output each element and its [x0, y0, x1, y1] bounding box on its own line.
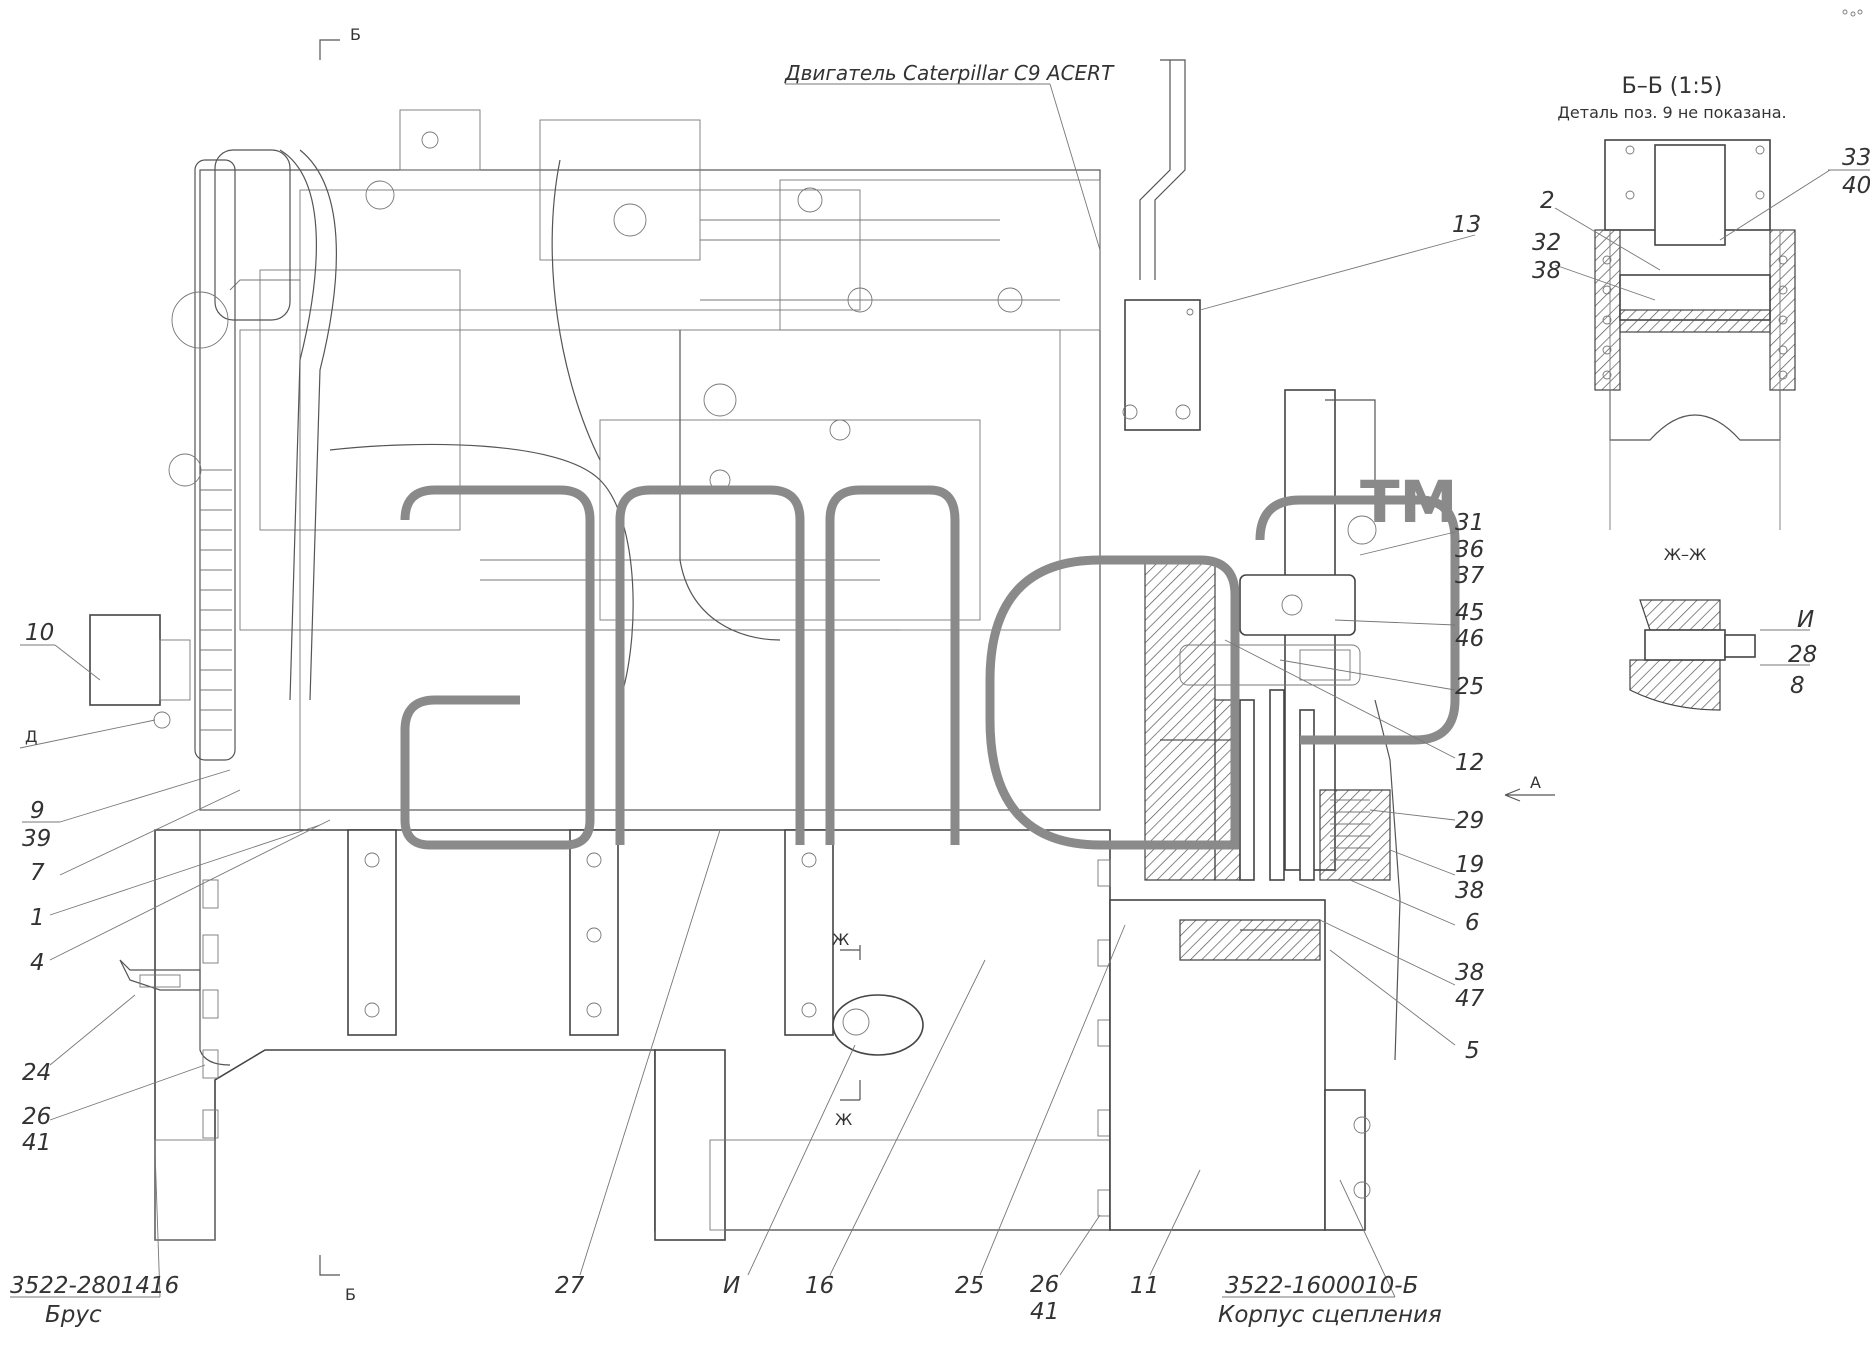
callout-16: 16 [805, 1273, 834, 1299]
bottom-callouts: 27 И 16 25 26 41 11 [555, 829, 1201, 1325]
section-marks: Б Б А Д Ж Ж [19, 25, 1555, 1304]
callout-zz-28: 28 [1788, 642, 1817, 668]
mark-d: Д [25, 727, 38, 746]
left-callouts: 10 9 39 7 1 4 24 26 41 [20, 620, 331, 1156]
mark-zh-top: Ж [832, 930, 849, 949]
clutch-housing-part-name: Корпус сцепления [1218, 1302, 1442, 1328]
engine-outline [89, 59, 1201, 840]
callout-zz-i: И [1797, 607, 1814, 633]
callout-bb-33: 33 [1842, 145, 1870, 171]
frame-beam [119, 829, 1111, 1241]
callout-4: 4 [30, 950, 45, 976]
callout-26-bottom: 26 [1030, 1272, 1059, 1298]
callout-41-bottom: 41 [1030, 1299, 1059, 1325]
callout-39: 39 [22, 826, 51, 852]
section-bb-title: Б–Б (1:5) [1622, 74, 1723, 99]
callout-bb-32: 32 [1532, 230, 1561, 256]
callout-10: 10 [25, 620, 54, 646]
trademark-symbol: TM [1360, 468, 1457, 536]
section-zz-view: Ж–Ж И 28 8 [1629, 545, 1817, 711]
clutch-housing [1109, 389, 1401, 1231]
part-labels: 3522-2801416 Брус 3522-1600010-Б Корпус … [10, 1149, 1442, 1328]
right-callouts: 13 31 36 37 45 46 25 12 29 19 38 6 38 47… [1199, 212, 1485, 1064]
callout-36: 36 [1455, 537, 1484, 563]
mark-zh-bottom: Ж [835, 1110, 852, 1129]
engine-title: Двигатель Caterpillar C9 ACERT [784, 61, 1115, 85]
clutch-housing-part-code: 3522-1600010-Б [1225, 1273, 1418, 1299]
callout-i-bottom: И [723, 1273, 740, 1299]
callout-38-b: 38 [1455, 960, 1484, 986]
callout-bb-2: 2 [1540, 188, 1555, 214]
mark-b-top: Б [350, 25, 361, 44]
callout-46: 46 [1455, 626, 1484, 652]
callout-47: 47 [1455, 986, 1485, 1012]
callout-5: 5 [1465, 1038, 1480, 1064]
mark-view-a: А [1530, 773, 1541, 792]
callout-29: 29 [1455, 808, 1484, 834]
section-bb-note: Деталь поз. 9 не показана. [1557, 103, 1786, 122]
frame-part-name: Брус [45, 1302, 102, 1328]
callout-11: 11 [1130, 1273, 1159, 1299]
callout-25-right: 25 [1455, 674, 1484, 700]
callout-25-bottom: 25 [955, 1273, 984, 1299]
callout-13: 13 [1452, 212, 1481, 238]
watermark-logo: TM [400, 468, 1460, 850]
callout-27: 27 [555, 1273, 585, 1299]
callout-bb-38: 38 [1532, 258, 1561, 284]
corner-mark [1842, 9, 1863, 17]
callout-bb-40: 40 [1842, 173, 1870, 199]
frame-part-code: 3522-2801416 [10, 1273, 179, 1299]
callout-41: 41 [22, 1130, 51, 1156]
callout-37: 37 [1455, 563, 1485, 589]
section-bb-view: Б–Б (1:5) Деталь поз. 9 не показана. 33 … [1532, 74, 1870, 530]
callout-6: 6 [1465, 910, 1480, 936]
callout-26: 26 [22, 1104, 51, 1130]
callout-24: 24 [22, 1060, 51, 1086]
callout-1: 1 [30, 905, 45, 931]
callout-38-a: 38 [1455, 878, 1484, 904]
section-zz-title: Ж–Ж [1664, 545, 1706, 564]
callout-zz-8: 8 [1790, 673, 1805, 699]
callout-7: 7 [30, 860, 45, 886]
callout-12: 12 [1455, 750, 1484, 776]
callout-19: 19 [1455, 852, 1484, 878]
mark-b-bottom: Б [345, 1285, 356, 1304]
callout-31: 31 [1455, 510, 1484, 536]
callout-9: 9 [30, 798, 45, 824]
callout-45: 45 [1455, 600, 1484, 626]
